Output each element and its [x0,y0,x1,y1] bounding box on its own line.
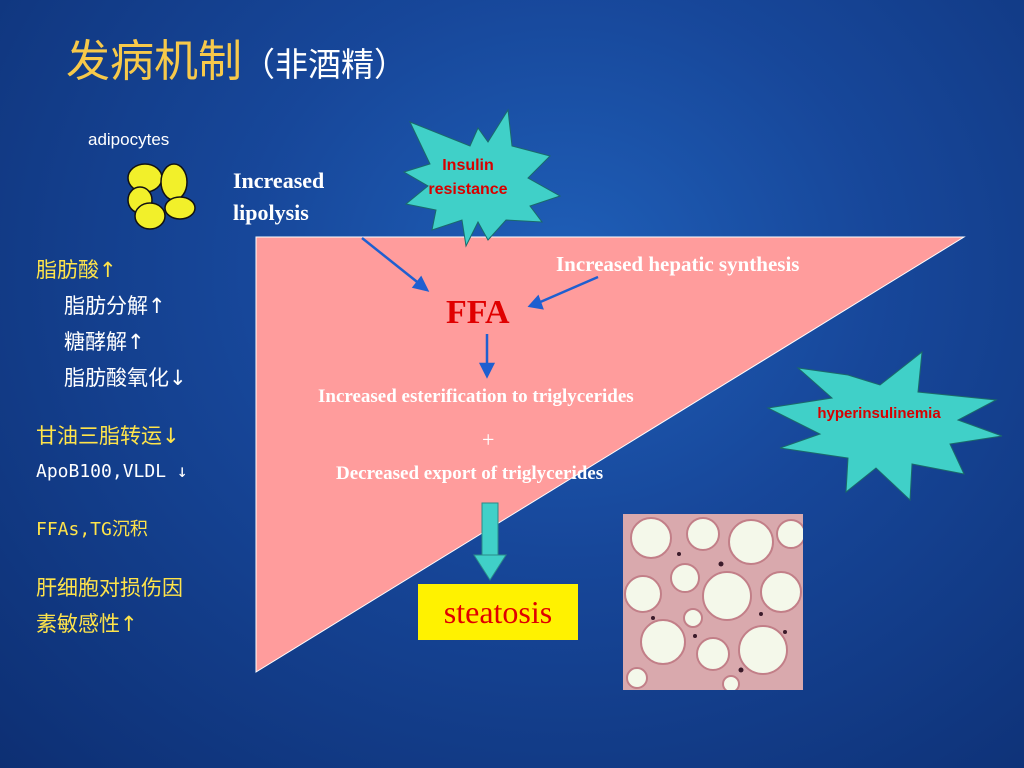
esterification-label: Increased esterification to triglyceride… [318,386,634,407]
title-main: 发病机制 [66,36,242,87]
title-subtitle: （非酒精） [242,45,407,84]
steatosis-arrow [473,502,507,581]
list-item-tg-transport: 甘油三脂转运↓ [36,424,180,448]
hepatic-synthesis-label: Increased hepatic synthesis [556,252,800,276]
synthesis-arrow [537,275,599,305]
list-item-sensitivity-2: 素敏感性↑ [36,612,138,636]
adipocyte-cells [127,163,196,230]
list-item-deposition: FFAs,TG沉积 [36,519,148,540]
insulin-resistance-star [402,108,562,248]
hyperinsulinemia-star [766,350,1003,502]
histology-image [623,514,803,690]
lipolysis-arrow [361,237,422,286]
slide-title: 发病机制（非酒精） [66,40,407,84]
liver-triangle [255,236,966,673]
plus-sign: + [482,427,495,452]
insulin-line2: resistance [428,181,508,198]
list-item-sensitivity-1: 肝细胞对损伤因 [36,576,183,600]
list-item-glycolysis: 糖酵解↑ [64,330,145,354]
list-item-apob: ApoB100,VLDL ↓ [36,461,188,482]
hyperinsulinemia-label: hyperinsulinemia [817,405,941,422]
lipolysis-label: Increased lipolysis [233,168,325,225]
steatosis-box: steatosis [418,584,578,640]
list-item-fatty-acid: 脂肪酸↑ [36,258,117,282]
left-mechanism-list: 脂肪酸↑ 脂肪分解↑ 糖酵解↑ 脂肪酸氧化↓ 甘油三脂转运↓ ApoB100,V… [36,252,188,642]
adipocytes-label: adipocytes [88,130,170,149]
insulin-resistance-label: Insulin resistance [418,154,518,202]
list-item-fa-oxidation: 脂肪酸氧化↓ [64,366,187,390]
insulin-line1: Insulin [442,157,494,174]
list-item-lipolysis: 脂肪分解↑ [64,294,166,318]
decreased-export-label: Decreased export of triglycerides [336,463,604,484]
ffa-label: FFA [446,294,510,331]
